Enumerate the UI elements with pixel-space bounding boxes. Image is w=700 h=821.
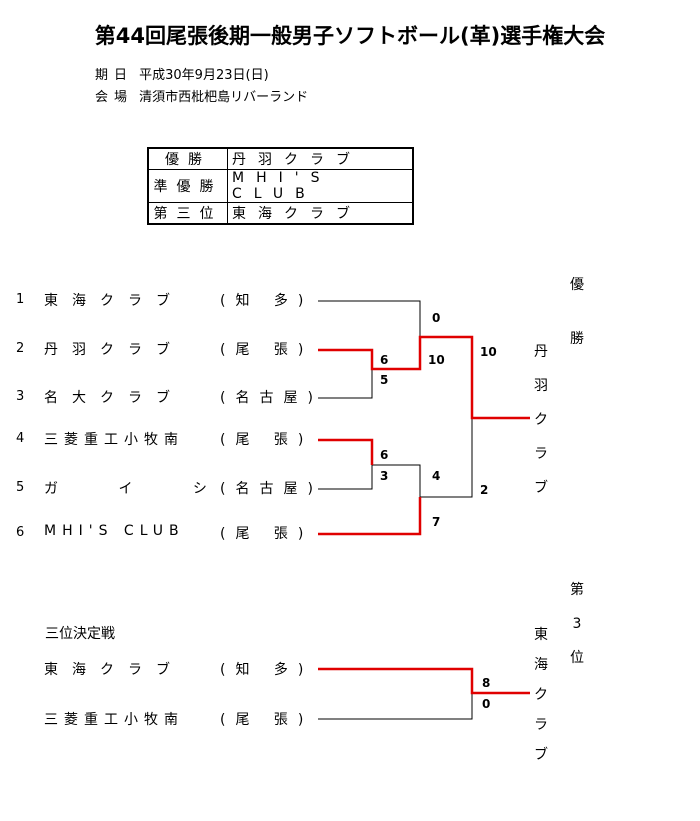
score: 10 bbox=[428, 353, 445, 367]
date-label: 期日 bbox=[95, 68, 134, 83]
line-team3 bbox=[318, 369, 373, 399]
third-team-region: (尾 張) bbox=[220, 712, 314, 728]
team-number: 4 bbox=[16, 431, 25, 446]
team-number: 2 bbox=[16, 341, 25, 356]
third-team-name: 東海クラブ bbox=[44, 662, 184, 678]
team-number: 1 bbox=[16, 292, 25, 307]
third-place-title: 三位決定戦 bbox=[45, 626, 115, 642]
score: 0 bbox=[432, 311, 441, 325]
team-region: (尾 張) bbox=[220, 342, 314, 358]
team-name: 東海クラブ bbox=[44, 293, 184, 309]
champion-team: 丹羽クラブ bbox=[534, 344, 548, 496]
venue-value: 清須市西枇杷島リバーランド bbox=[139, 90, 309, 105]
third-team-name: 三菱重工小牧南 bbox=[44, 712, 184, 728]
third-place-label: 第3位 bbox=[570, 582, 584, 666]
win-team2 bbox=[318, 335, 530, 420]
win-third-top bbox=[318, 667, 530, 695]
score: 2 bbox=[480, 483, 489, 497]
team-cell: 東海クラブ bbox=[227, 202, 414, 225]
team-name: 名大クラブ bbox=[44, 390, 184, 406]
team-region: (尾 張) bbox=[220, 526, 314, 542]
team-region: (知 多) bbox=[220, 293, 314, 309]
team-cell: MHI'S CLUB bbox=[227, 169, 414, 203]
score: 4 bbox=[432, 469, 441, 483]
win-team4 bbox=[318, 438, 374, 465]
event-venue: 会場 清須市西枇杷島リバーランド bbox=[95, 86, 308, 105]
page-title: 第44回尾張後期一般男子ソフトボール(革)選手権大会 bbox=[94, 24, 606, 48]
team-name: 丹羽クラブ bbox=[44, 342, 184, 358]
date-value: 平成30年9月23日(日) bbox=[139, 68, 269, 83]
champion-label: 優勝 bbox=[570, 277, 584, 347]
score: 7 bbox=[432, 515, 441, 529]
score: 6 bbox=[380, 353, 389, 367]
rank-cell: 準優勝 bbox=[147, 169, 228, 203]
results-table: 優勝 丹羽クラブ 準優勝 MHI'S CLUB 第三位 東海クラブ bbox=[147, 147, 414, 225]
score: 5 bbox=[380, 373, 389, 387]
event-date: 期日 平成30年9月23日(日) bbox=[95, 64, 269, 83]
team-name: 三菱重工小牧南 bbox=[44, 432, 184, 448]
team-region: (名古屋) bbox=[220, 481, 323, 497]
results-row: 第三位 東海クラブ bbox=[147, 202, 414, 225]
third-place-winner: 東海クラブ bbox=[534, 627, 548, 763]
team-region: (尾 張) bbox=[220, 432, 314, 448]
score: 3 bbox=[380, 469, 389, 483]
team-region: (名古屋) bbox=[220, 390, 323, 406]
venue-label: 会場 bbox=[95, 90, 134, 105]
team-number: 6 bbox=[16, 525, 25, 540]
score: 8 bbox=[482, 676, 491, 690]
third-team-region: (知 多) bbox=[220, 662, 314, 678]
line-third-bottom bbox=[318, 693, 473, 720]
team-name: ガ イ シ bbox=[44, 481, 235, 497]
win-team6 bbox=[318, 497, 422, 536]
score: 10 bbox=[480, 345, 497, 359]
team-number: 3 bbox=[16, 389, 25, 404]
team-number: 5 bbox=[16, 480, 25, 495]
line-team1 bbox=[318, 300, 421, 337]
score: 0 bbox=[482, 697, 491, 711]
team-name: MHI'S CLUB bbox=[44, 523, 185, 539]
score: 6 bbox=[380, 448, 389, 462]
results-row: 準優勝 MHI'S CLUB bbox=[147, 169, 414, 203]
line-team5 bbox=[318, 465, 373, 490]
rank-cell: 第三位 bbox=[147, 202, 228, 225]
